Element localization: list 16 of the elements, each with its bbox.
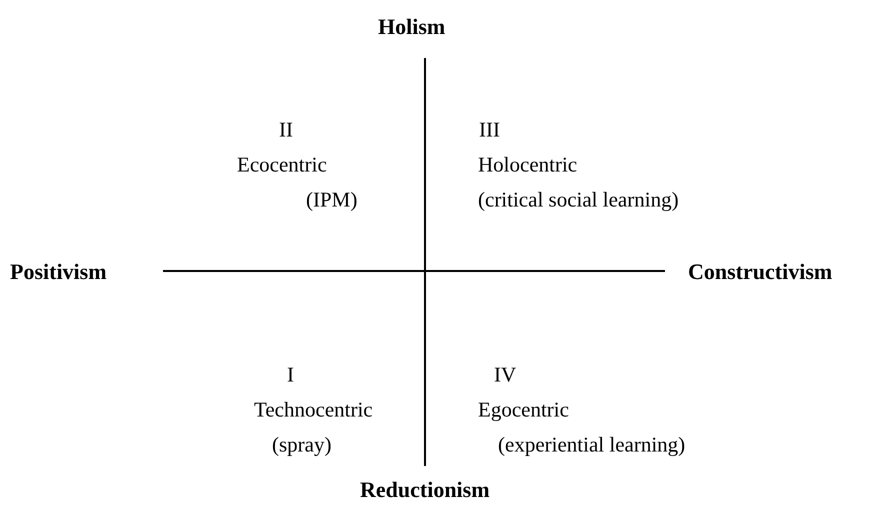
- quadrant-label: Ecocentric: [237, 154, 327, 176]
- quadrant-label: (experiential learning): [498, 434, 686, 456]
- quadrant-label: Holocentric: [478, 154, 578, 176]
- quadrant-numeral: I: [287, 364, 294, 386]
- quadrant-label: (IPM): [306, 190, 358, 210]
- quadrant-label: (critical social learning): [478, 190, 679, 210]
- quadrant-label: Egocentric: [478, 400, 569, 420]
- axis-pole-label: Constructivism: [688, 261, 832, 283]
- axis-pole-label: Reductionism: [360, 479, 490, 501]
- quadrant-numeral: IV: [494, 364, 516, 386]
- quadrant-label: (spray): [272, 434, 332, 456]
- quadrant-numeral: III: [479, 120, 500, 140]
- axis-pole-label: Holism: [378, 16, 446, 38]
- quadrant-label: Technocentric: [254, 400, 373, 420]
- quadrant-numeral: II: [279, 120, 293, 140]
- axis-pole-label: Positivism: [10, 261, 107, 283]
